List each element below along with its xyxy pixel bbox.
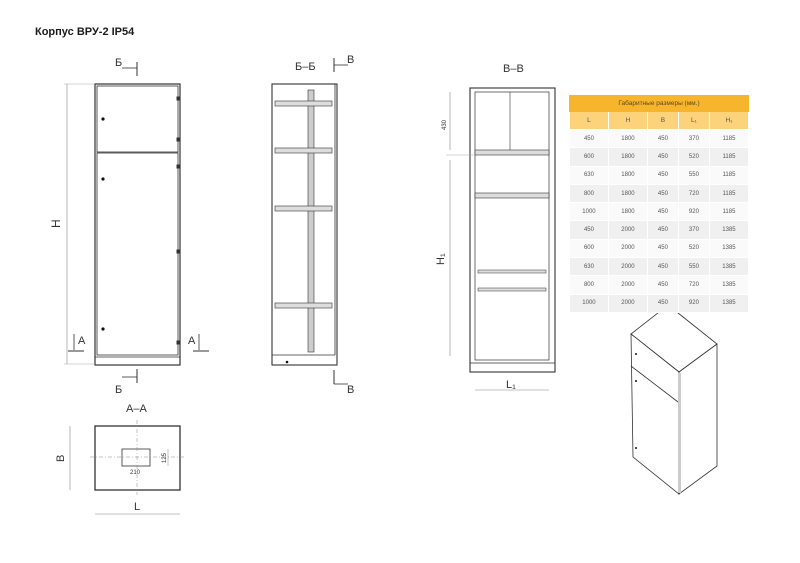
table-cell: 1385 (708, 275, 750, 295)
table-cell: 450 (646, 275, 679, 295)
table-cell: 1185 (708, 202, 750, 222)
page-title: Корпус ВРУ-2 IP54 (35, 26, 135, 38)
plan-section-view (69, 420, 185, 515)
section-mark: А (188, 335, 196, 347)
table-cell: 1800 (607, 202, 648, 222)
back-section-view (446, 87, 556, 391)
table-cell: 1800 (607, 147, 648, 167)
column-header: B (646, 111, 679, 130)
isometric-view (630, 304, 718, 495)
table-cell: 2000 (607, 293, 648, 313)
table-cell: 450 (646, 220, 679, 240)
table-cell: 450 (569, 128, 609, 149)
table-cell: 2000 (607, 238, 648, 259)
width-label: L (134, 501, 140, 513)
table-cell: 1385 (708, 220, 750, 240)
table-cell: 630 (569, 165, 609, 185)
height-label: H (49, 219, 63, 228)
section-mark: А (78, 335, 86, 347)
table-cell: 1385 (708, 293, 750, 313)
table-cell: 600 (569, 147, 609, 167)
table-cell: 2000 (607, 275, 648, 295)
section-mark: В (347, 384, 354, 396)
column-header: L (569, 111, 609, 130)
table-cell: 1185 (708, 183, 750, 204)
table-cell: 1185 (708, 165, 750, 185)
plan-view-title: А–А (126, 403, 147, 415)
table-caption: Габаритные размеры (мм.) (569, 95, 749, 112)
table-cell: 450 (646, 257, 679, 277)
dimensions-table: Габаритные размеры (мм.) L H B L₁ H₁ 450… (569, 95, 750, 313)
table-cell: 800 (569, 183, 609, 204)
table-cell: 450 (569, 220, 609, 240)
table-cell: 450 (646, 202, 679, 222)
side-view-title: Б–Б (295, 61, 316, 73)
table-cell: 520 (677, 238, 710, 259)
table-cell: 520 (677, 147, 710, 167)
table-cell: 450 (646, 165, 679, 185)
table-cell: 1385 (708, 238, 750, 259)
column-header: H (607, 111, 648, 130)
table-cell: 600 (569, 238, 609, 259)
table-cell: 1800 (607, 183, 648, 204)
table-cell: 1000 (569, 293, 609, 313)
table-cell: 550 (677, 165, 710, 185)
table-cell: 370 (677, 220, 710, 240)
table-cell: 2000 (607, 257, 648, 277)
table-cell: 450 (646, 128, 679, 149)
depth-label: В (55, 455, 67, 462)
dimension-430: 430 (442, 119, 448, 130)
table-cell: 1000 (569, 202, 609, 222)
table-cell: 920 (677, 293, 710, 313)
hole-height-dim: 125 (162, 452, 168, 463)
table-cell: 1185 (708, 147, 750, 167)
table-cell: 450 (646, 183, 679, 204)
width-label: L₁ (506, 379, 516, 391)
table-cell: 630 (569, 257, 609, 277)
section-mark: В (347, 54, 354, 66)
table-cell: 1800 (607, 128, 648, 149)
hole-width-dim: 210 (130, 470, 141, 476)
table-cell: 800 (569, 275, 609, 295)
table-cell: 720 (677, 275, 710, 295)
table-cell: 1185 (708, 128, 750, 149)
table-cell: 2000 (607, 220, 648, 240)
table-cell: 370 (677, 128, 710, 149)
table-cell: 450 (646, 238, 679, 259)
back-view-title: В–В (503, 63, 524, 75)
table-cell: 550 (677, 257, 710, 277)
column-header: H₁ (708, 111, 750, 130)
table-cell: 1385 (708, 257, 750, 277)
table-cell: 1800 (607, 165, 648, 185)
section-mark: Б (115, 57, 122, 69)
table-cell: 450 (646, 147, 679, 167)
table-cell: 920 (677, 202, 710, 222)
column-header: L₁ (677, 111, 710, 130)
height-label: H₁ (435, 253, 447, 265)
front-view (64, 62, 209, 383)
section-mark: Б (115, 384, 122, 396)
table-cell: 720 (677, 183, 710, 204)
side-section-view (271, 58, 348, 385)
table-cell: 450 (646, 293, 679, 313)
